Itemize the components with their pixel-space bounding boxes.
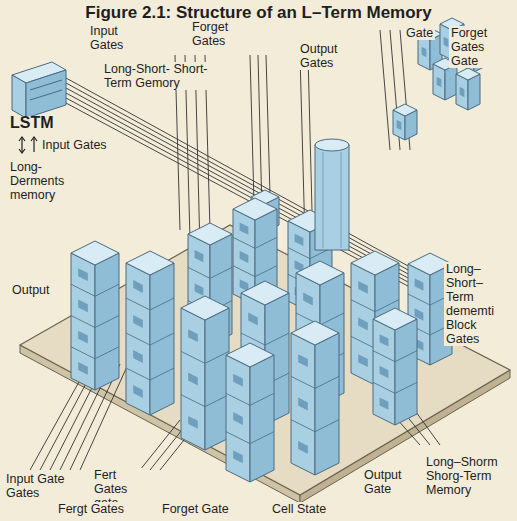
- memory-block: [226, 343, 274, 482]
- part-label: Output Gates: [298, 42, 360, 70]
- input-device: [12, 62, 66, 118]
- memory-block: [373, 308, 417, 425]
- part-label: Long- Derments memory: [8, 160, 92, 202]
- memory-block: [393, 104, 417, 140]
- part-label: Forget Gate: [160, 502, 231, 516]
- part-label: Input Gate Gates: [4, 472, 86, 500]
- part-label: Input Gates: [40, 138, 109, 152]
- arrow-symbols: [19, 137, 37, 153]
- memory-columns: [71, 18, 486, 482]
- part-label: Input Gates: [88, 24, 142, 52]
- wire: [140, 420, 180, 470]
- part-label: Output: [10, 283, 52, 297]
- wire: [380, 30, 390, 150]
- memory-block: [456, 68, 480, 110]
- part-label: Output Gate: [362, 468, 421, 496]
- part-label: Gate: [404, 26, 435, 40]
- part-label: Long-Short- Short-Term Gemory: [102, 62, 231, 90]
- wire: [40, 376, 90, 470]
- part-label: Fergt Gates: [56, 502, 126, 516]
- part-label: Forget Gates: [190, 20, 244, 48]
- figure-title: Figure 2.1: Structure of an L–Term Memor…: [82, 3, 434, 22]
- memory-block: [181, 296, 229, 450]
- part-label: Forget Gates Gate: [449, 26, 513, 68]
- tower: [315, 139, 349, 250]
- part-label: Cell State: [270, 502, 328, 516]
- part-label: Long– Short– Term dememti Block Gates: [444, 262, 514, 346]
- memory-block: [126, 251, 174, 415]
- wire: [300, 55, 305, 240]
- part-label: Long–Shorm Shorg-Term Memory: [424, 455, 514, 497]
- memory-block: [291, 321, 339, 475]
- memory-block: [71, 241, 119, 390]
- part-label: LSTM: [8, 116, 56, 130]
